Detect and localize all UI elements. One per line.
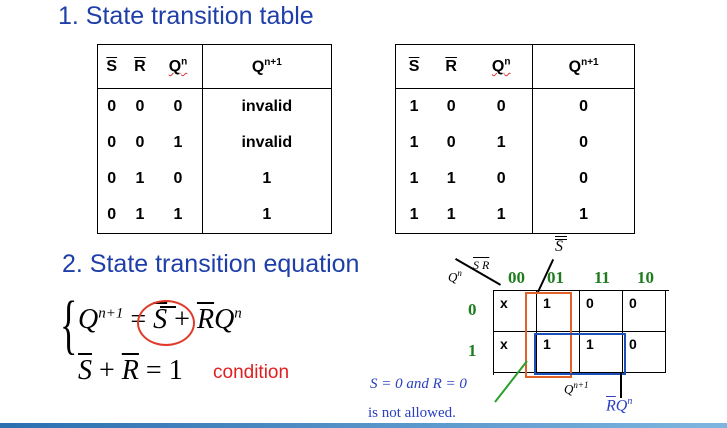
kmap-cell: 0 bbox=[623, 332, 666, 373]
kmap-blue-group bbox=[534, 333, 626, 375]
section-title-equation: 2. State transition equation bbox=[62, 250, 360, 278]
kmap-cell: 1 bbox=[580, 332, 623, 373]
kmap-qn1-label: Qn+1 bbox=[564, 380, 589, 397]
header-s-bar: S bbox=[97, 44, 126, 89]
equation-brace: { bbox=[60, 288, 78, 361]
kmap-rq-label: RQn bbox=[606, 396, 633, 415]
kmap-cell: x bbox=[494, 291, 537, 332]
header-r-bar: R bbox=[432, 44, 471, 89]
kmap-note-line-2: is not allowed. bbox=[368, 405, 456, 421]
condition-label: condition bbox=[213, 362, 290, 383]
header-qn: Qn bbox=[154, 44, 203, 89]
kmap-cell: 0 bbox=[580, 291, 623, 332]
kmap-cell: 1 bbox=[537, 291, 580, 332]
kmap-note-line-1: S = 0 and R = 0 bbox=[370, 376, 467, 392]
rq-arrow bbox=[620, 372, 622, 398]
kmap-col-11: 11 bbox=[594, 268, 611, 287]
kmap-row-0: 0 bbox=[468, 300, 477, 319]
header-qn: Qn bbox=[470, 44, 534, 89]
kmap-col-01: 01 bbox=[547, 268, 564, 287]
kmap-red-group bbox=[525, 292, 572, 378]
kmap-corner-sr: S R bbox=[473, 258, 490, 272]
kmap-col-00: 00 bbox=[508, 268, 525, 287]
kmap-col-10: 10 bbox=[637, 268, 654, 287]
header-s-bar: S bbox=[395, 44, 433, 89]
header-qn1: Qn+1 bbox=[202, 44, 332, 89]
footer-bar bbox=[0, 423, 727, 428]
kmap-corner-qn: Qn bbox=[448, 268, 462, 285]
kmap-cell: 1 bbox=[537, 332, 580, 373]
kmap-top-s-double-bar: S bbox=[555, 236, 567, 256]
red-circle-highlight bbox=[137, 300, 195, 346]
kmap-cell: 0 bbox=[623, 291, 666, 332]
equation-line-2: S + R = 1 bbox=[78, 355, 183, 386]
kmap-row-1: 1 bbox=[468, 341, 477, 360]
header-qn1: Qn+1 bbox=[532, 44, 635, 89]
section-title-state-table: 1. State transition table bbox=[58, 2, 314, 30]
header-r-bar: R bbox=[125, 44, 155, 89]
